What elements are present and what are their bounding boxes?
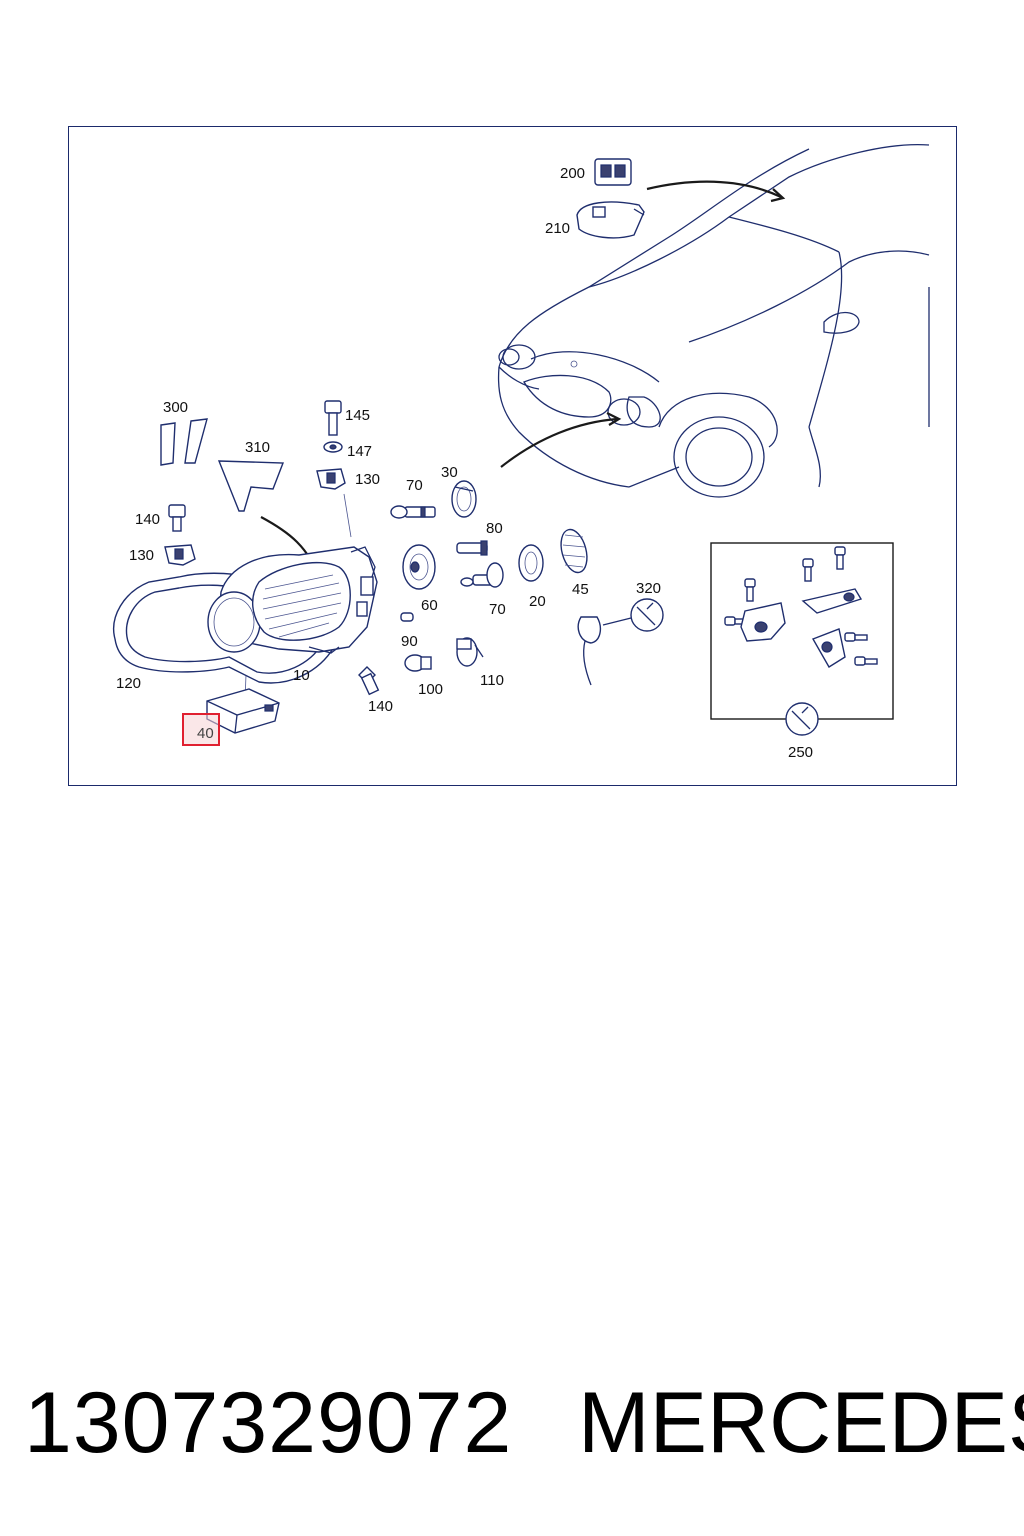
wrench-icon-250 [785,702,819,736]
part-110-socket [456,637,484,667]
label-140-bottom: 140 [368,698,393,715]
label-130-top: 130 [355,471,380,488]
parts-diagram-frame: 200 210 300 310 145 147 130 140 130 30 7… [68,126,957,786]
part-90-small-bulb [400,612,414,622]
part-145-bolt [324,400,342,436]
label-90: 90 [401,633,418,650]
label-300: 300 [163,399,188,416]
label-60: 60 [421,597,438,614]
part-250-inset [710,542,894,736]
label-200: 200 [560,165,585,182]
part-10-headlamp [207,546,378,654]
part-70-bulb-top [390,505,436,519]
arrow-headlamp-head [606,412,622,426]
part-300-film [160,418,208,466]
wrench-icon-320 [630,598,664,632]
label-147: 147 [347,443,372,460]
part-200-switch [594,158,632,186]
label-250: 250 [788,744,813,761]
label-30: 30 [441,464,458,481]
label-145: 145 [345,407,370,424]
part-130-clip-top [316,468,346,490]
arrow-roof-head [770,188,786,203]
part-147-washer [323,441,343,453]
label-130-left: 130 [129,547,154,564]
highlight-part-40 [182,713,220,746]
label-45: 45 [572,581,589,598]
label-140-left: 140 [135,511,160,528]
part-320-cable [577,616,636,686]
brand-name: MERCEDES [578,1375,1024,1471]
parts-diagram: 200 210 300 310 145 147 130 140 130 30 7… [113,143,930,761]
part-140-bolt-bottom [358,666,380,696]
label-320: 320 [636,580,661,597]
label-10: 10 [293,667,310,684]
label-70-bottom: 70 [489,601,506,618]
arrow-headlamp [500,417,618,468]
part-140-bolt-left [168,504,186,532]
part-210-cover [576,201,645,239]
part-130-clip-left [164,544,196,566]
part-45-cap [560,528,588,574]
label-20: 20 [529,593,546,610]
label-80: 80 [486,520,503,537]
label-210: 210 [545,220,570,237]
label-70-top: 70 [406,477,423,494]
car-outline [497,143,930,498]
part-number: 1307329072 [24,1375,513,1471]
part-30-ring [451,480,477,518]
part-310-film [217,460,285,512]
part-70-bulb-bottom [460,562,504,588]
label-110: 110 [480,672,504,689]
arrow-roof [646,180,782,198]
footer: 1307329072 MERCEDES [0,1368,1024,1478]
part-100-bulb [404,654,432,672]
part-80-bulb [456,540,488,556]
label-120: 120 [116,675,141,692]
label-40: 40 [197,725,214,742]
label-310: 310 [245,439,270,456]
part-20-socket [518,544,544,582]
label-100: 100 [418,681,443,698]
part-60-cap [402,544,436,590]
